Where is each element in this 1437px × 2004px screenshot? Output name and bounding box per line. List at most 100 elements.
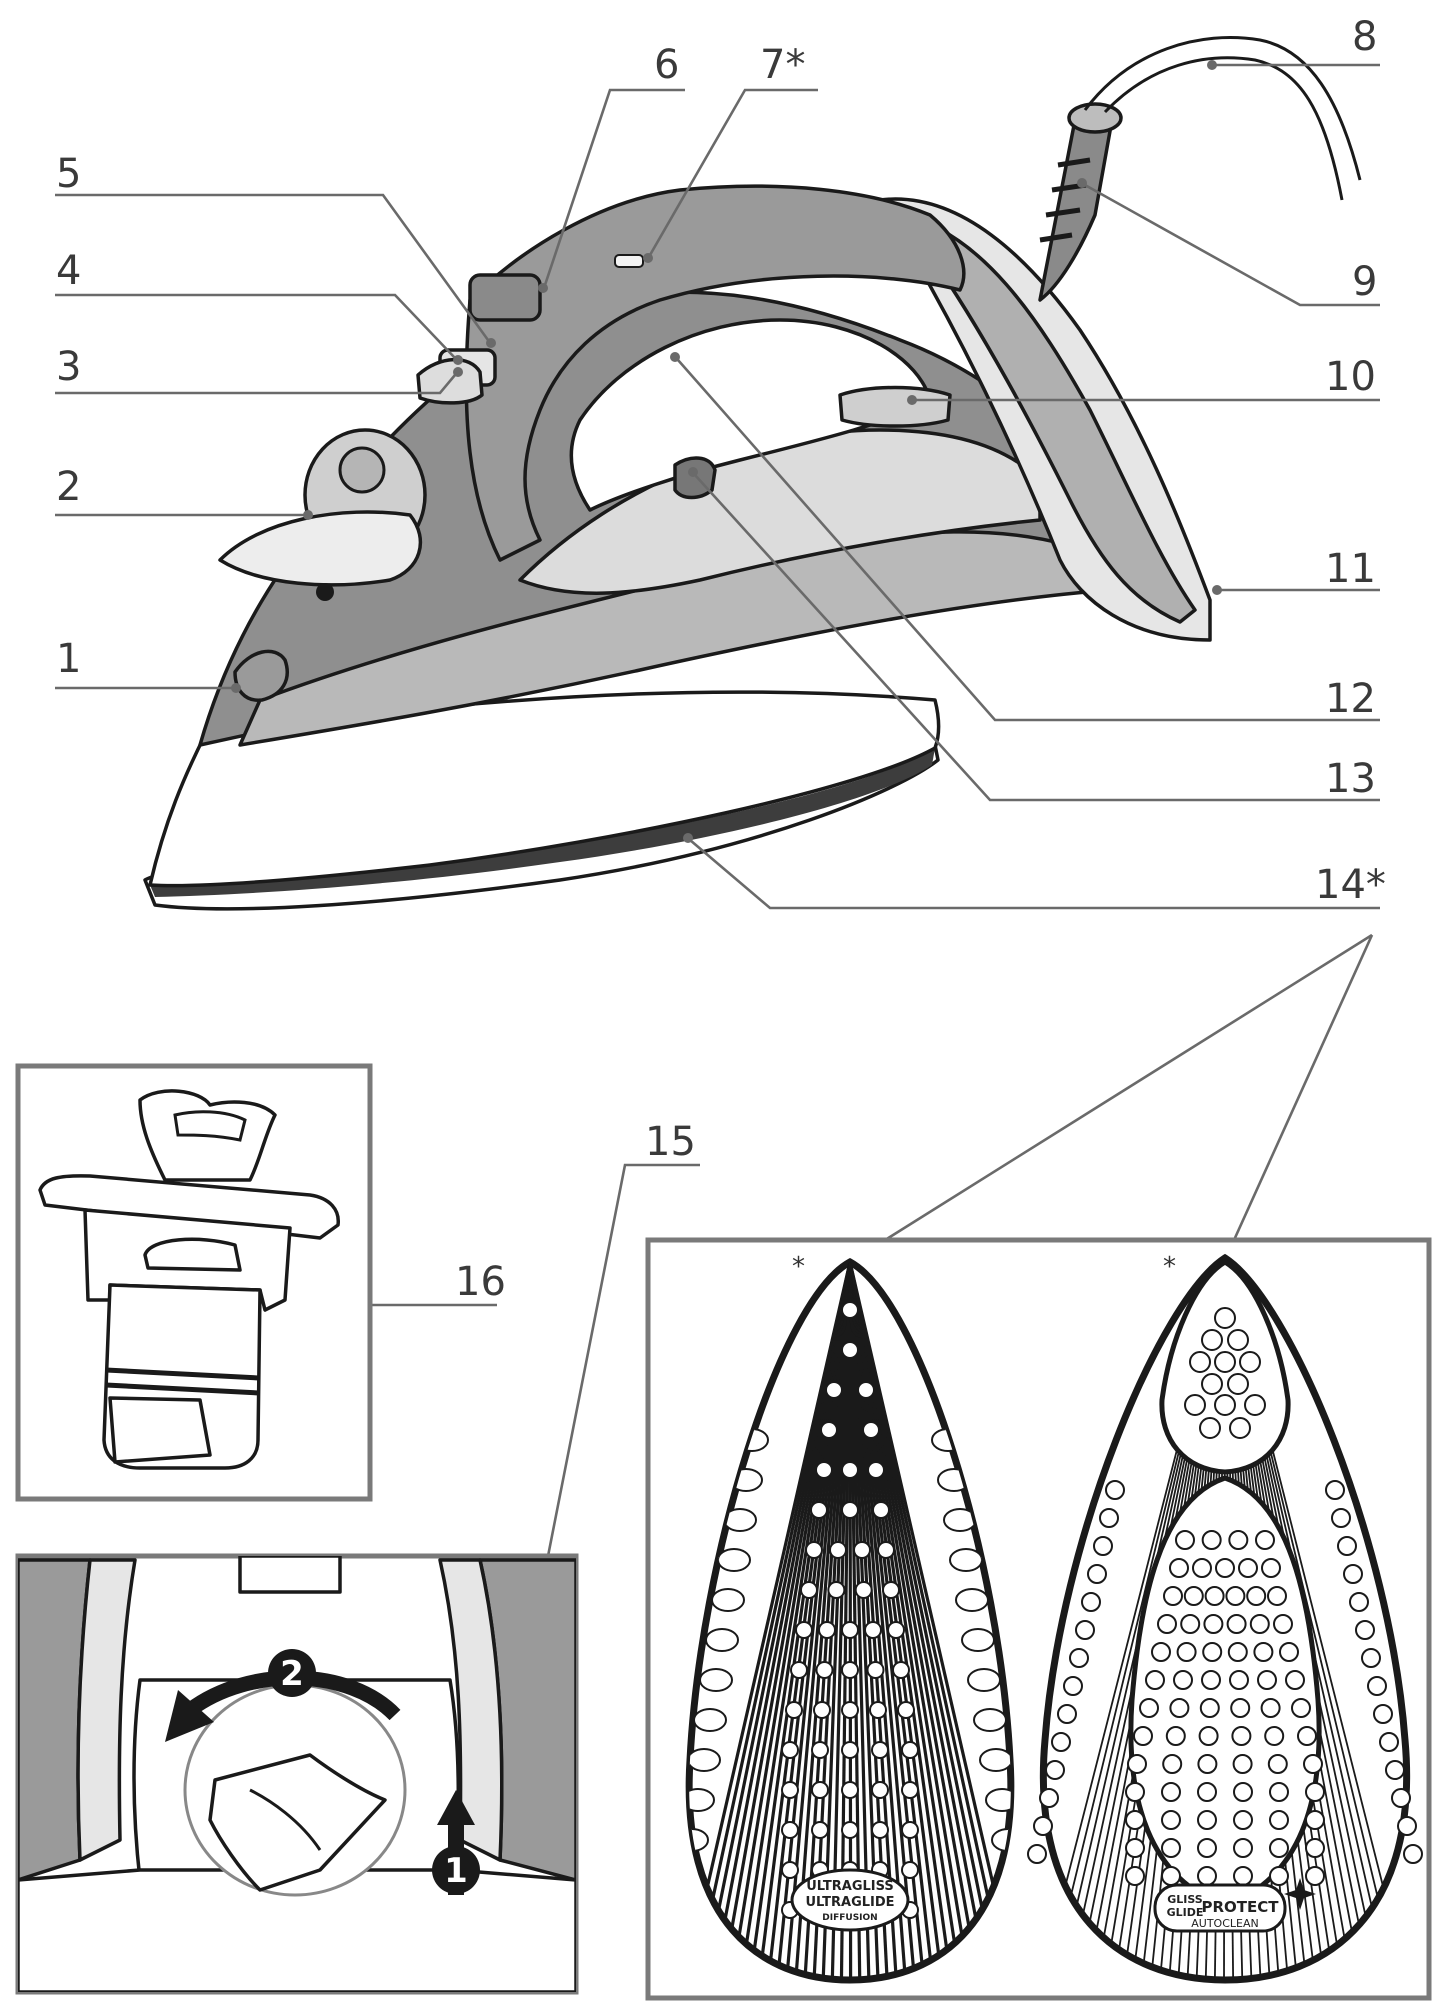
steam-hole (800, 1581, 818, 1599)
cord-guard-ribs (1039, 157, 1091, 243)
logo-right-line3: AUTOCLEAN (1191, 1917, 1258, 1930)
steam-hole (1305, 1782, 1325, 1802)
iron-handle (464, 184, 966, 562)
callout-4: 4 (56, 248, 81, 294)
steam-hole (955, 1588, 989, 1612)
steam-hole (841, 1621, 859, 1639)
steam-hole (882, 1581, 900, 1599)
callout-10: 10 (1325, 354, 1376, 400)
steam-hole (711, 1588, 745, 1612)
steam-hole (1367, 1676, 1387, 1696)
steam-hole (985, 1788, 1011, 1812)
callout-13: 13 (1325, 756, 1376, 802)
steam-hole (1161, 1810, 1181, 1830)
steam-hole (1227, 1329, 1249, 1351)
cord-ring (1067, 102, 1123, 134)
rotate-arrowhead (165, 1690, 214, 1742)
steam-hole (1267, 1586, 1287, 1606)
steam-hole (1189, 1351, 1211, 1373)
soleplate-groove (848, 1262, 1011, 1980)
steam-hole (866, 1661, 885, 1679)
cartridge-detail-box (15, 1063, 373, 1502)
steam-hole (1201, 1373, 1223, 1395)
callout-8: 8 (1352, 14, 1377, 60)
power-cord (1083, 36, 1362, 181)
steam-hole (1105, 1480, 1125, 1500)
steam-hole (1197, 1838, 1217, 1858)
steam-hole (1093, 1536, 1113, 1556)
steam-hole (1161, 1782, 1181, 1802)
steam-hole (1269, 1838, 1289, 1858)
steam-hole (841, 1781, 859, 1799)
callout-3: 3 (56, 344, 81, 390)
cartridge-top-notch (173, 1110, 247, 1142)
steam-hole (1214, 1394, 1236, 1416)
steam-hole (1373, 1704, 1393, 1724)
steam-hole (1228, 1530, 1249, 1550)
steam-hole (1175, 1530, 1195, 1550)
callout-2: 2 (56, 464, 81, 510)
steam-hole (1203, 1614, 1224, 1634)
steam-hole (1099, 1508, 1119, 1528)
steam-hole (820, 1421, 838, 1439)
steam-hole (841, 1701, 859, 1719)
steam-hole (1229, 1417, 1251, 1439)
steam-hole (1325, 1480, 1345, 1500)
steam-hole (1291, 1698, 1311, 1718)
steam-hole (1305, 1838, 1325, 1858)
callout-16: 16 (455, 1259, 506, 1305)
logo-right-line1: GLISS (1167, 1893, 1203, 1906)
steam-hole (1331, 1508, 1351, 1528)
steam-hole (949, 1548, 983, 1572)
steam-hole (1039, 1788, 1059, 1808)
steam-hole (1232, 1754, 1253, 1774)
steam-hole (1233, 1782, 1253, 1802)
steam-hole (897, 1701, 915, 1719)
steam-hole (1239, 1351, 1261, 1373)
steam-hole (853, 1541, 871, 1559)
steam-hole (1169, 1558, 1189, 1578)
steam-hole (841, 1821, 859, 1839)
steam-hole (841, 1341, 859, 1359)
cartridge-ring-1 (105, 1367, 260, 1381)
steam-hole (973, 1708, 1007, 1732)
steam-hole (841, 1461, 859, 1479)
steam-hole (864, 1621, 882, 1639)
steam-hole (1151, 1642, 1171, 1662)
steam-hole (1230, 1698, 1251, 1718)
cartridge-bottom-tab (108, 1396, 212, 1464)
steam-hole (1201, 1329, 1223, 1351)
steam-hole (1125, 1810, 1145, 1830)
steam-hole (1197, 1754, 1218, 1774)
steam-hole (892, 1661, 910, 1679)
callout-7: 7* (760, 42, 805, 88)
logo-left-line2: ULTRAGLIDE (805, 1895, 894, 1910)
steam-hole (1133, 1726, 1153, 1746)
cartridge-insert-fold (249, 1788, 322, 1851)
steam-hole (818, 1621, 836, 1639)
steam-hole (871, 1821, 889, 1839)
steam-hole (1391, 1788, 1411, 1808)
steam-hole (1198, 1726, 1219, 1746)
steam-hole (1253, 1642, 1274, 1662)
steam-hole (1161, 1866, 1181, 1886)
steam-hole (790, 1661, 808, 1679)
steam-hole (979, 1748, 1011, 1772)
steam-hole (967, 1668, 1001, 1692)
steam-hole (1139, 1698, 1159, 1718)
steam-hole (901, 1861, 919, 1879)
steam-hole (871, 1741, 889, 1759)
soleplate-right-logo: GLISS GLIDE PROTECT AUTOCLEAN (1153, 1878, 1316, 1933)
logo-right-word: PROTECT (1201, 1898, 1279, 1916)
soleplate-detail-box: * ULTRAGLISS ULTRAGLIDE DIFFUSION * GLIS… (645, 1237, 1432, 2001)
steam-hole (1255, 1530, 1275, 1550)
steam-hole (1269, 1810, 1289, 1830)
steam-hole (1173, 1670, 1193, 1690)
steam-hole (1297, 1726, 1317, 1746)
steam-hole (1201, 1670, 1221, 1690)
logo-right-line2: GLIDE (1167, 1906, 1204, 1919)
steam-hole (1204, 1586, 1225, 1606)
callout-11: 11 (1325, 546, 1376, 592)
soleplate-right: * GLISS GLIDE PROTECT AUTOCLEAN (1027, 1252, 1423, 1984)
steam-hole (815, 1461, 833, 1479)
